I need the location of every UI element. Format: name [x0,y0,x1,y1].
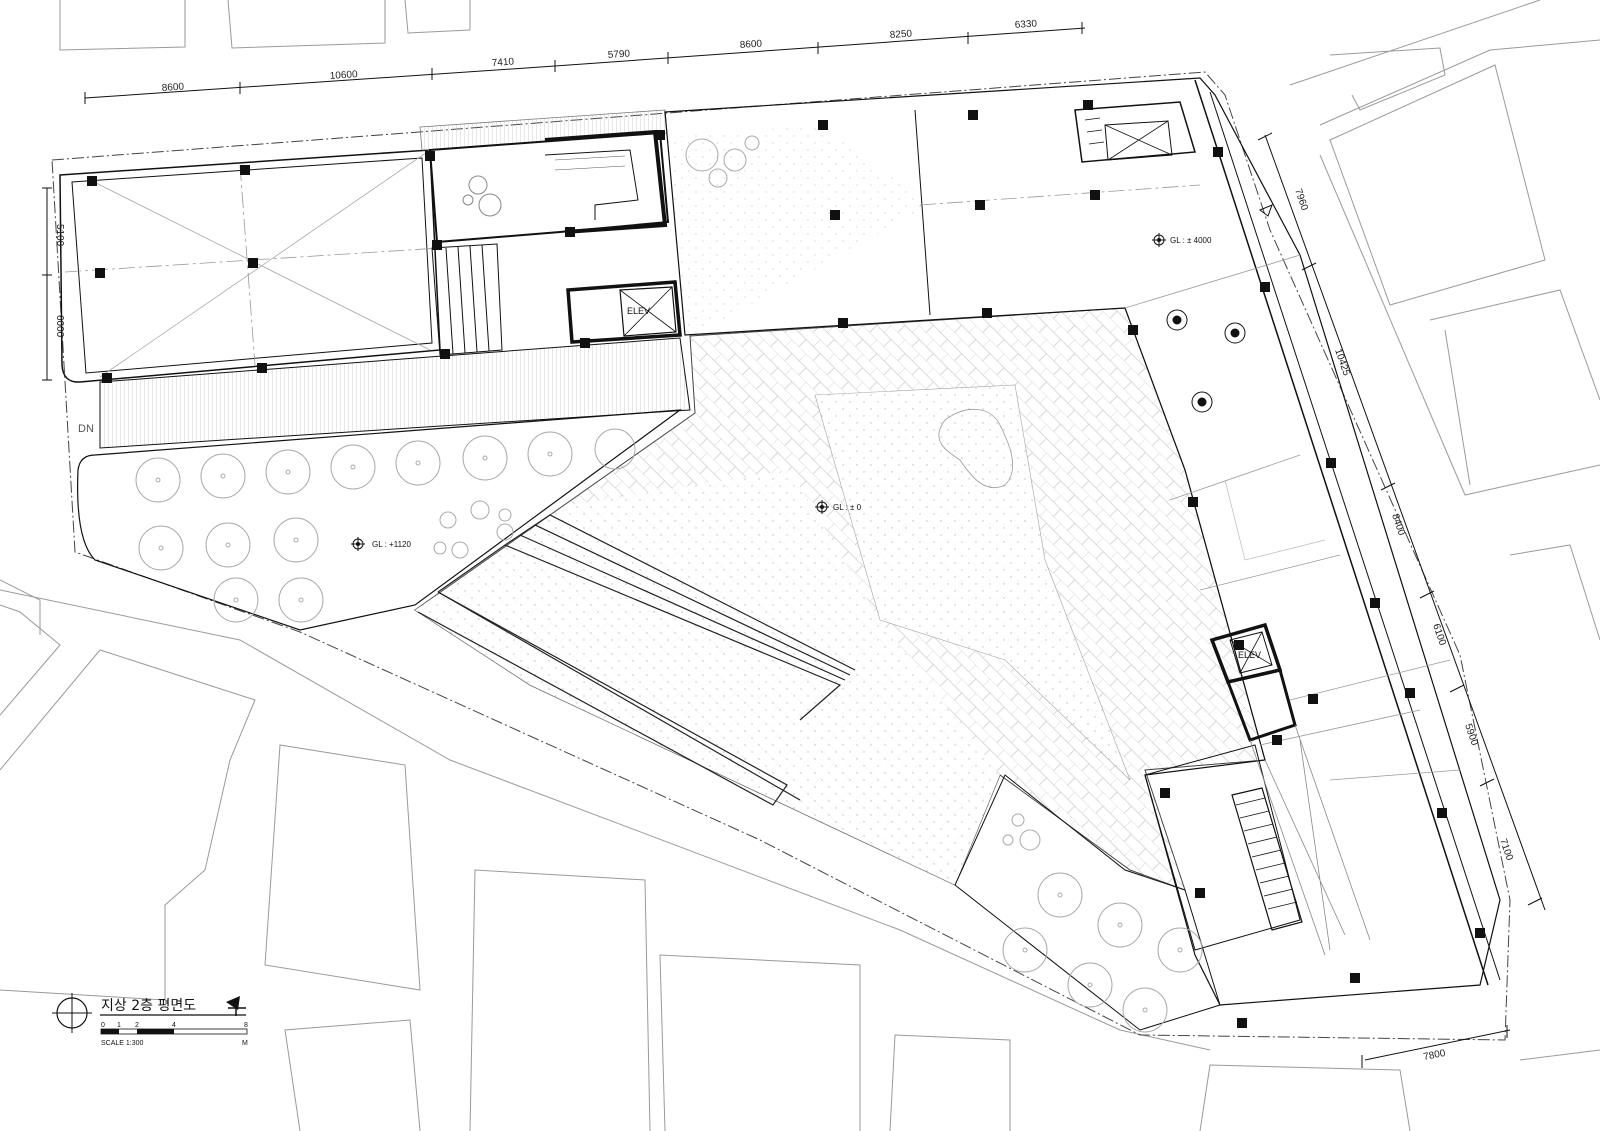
north-arrow-icon [1259,204,1273,217]
drawing-title: 지상 2층 평면도 [101,998,196,1014]
dim-top-6: 8250 [889,28,912,41]
dim-top-1: 8600 [161,81,184,94]
dn-label: DN [78,423,94,435]
dim-top-4: 5790 [607,48,630,61]
northeast-stair [1074,101,1196,163]
gl-marker-plaza [815,500,829,514]
skylights [1166,309,1246,413]
stepped-seating [417,514,856,806]
dim-bottom-1: 7800 [1422,1048,1446,1063]
site-boundary [51,71,1511,1041]
west-block [59,149,441,383]
scale-tick-1: 1 [117,1022,121,1029]
dim-top-2: 10600 [329,69,358,82]
dim-top-3: 7410 [491,56,514,69]
dim-top-7: 6330 [1014,18,1037,31]
elev-label-southeast: ELEV [1238,650,1261,660]
north-core [428,129,670,244]
north-garden [685,135,760,188]
dim-right-3: 8400 [1389,512,1407,537]
structural-columns [87,100,1485,1028]
gl-label-garden: GL : +1120 [372,540,411,549]
dotted-paving-east [814,384,1131,781]
scale-unit: M [242,1040,248,1047]
dim-right-2: 10425 [1332,347,1352,377]
dim-right-6: 7100 [1497,837,1515,862]
scale-tick-2: 2 [135,1022,139,1029]
title-block [52,993,248,1035]
dim-right-4: 6100 [1430,622,1448,647]
dim-left-2: 6000 [54,315,65,338]
gl-label-east: GL : ± 4000 [1170,236,1212,245]
dim-right-1: 7960 [1292,187,1310,212]
dim-top-5: 8600 [739,38,762,51]
scale-tick-4: 8 [244,1022,248,1029]
dim-right-5: 5900 [1462,722,1480,747]
corridor [99,109,691,449]
dimension-lines [42,22,1546,1068]
west-garden [77,409,683,631]
south-garden [954,774,1221,1033]
scale-tick-3: 4 [172,1022,176,1029]
gl-label-plaza: GL : ± 0 [833,503,862,512]
dotted-paving-north [670,125,930,333]
dotted-paving [415,470,1000,885]
scale-tick-0: 0 [101,1022,105,1029]
gl-marker-garden [351,537,365,551]
scale-label: SCALE 1:300 [101,1040,144,1047]
gl-marker-east [1152,233,1166,247]
dim-left-1: 5100 [54,224,65,247]
southeast-core [1144,622,1371,956]
north-elevator [566,280,682,344]
pond-outline [938,408,1013,489]
elev-label-north: ELEV [627,306,650,316]
